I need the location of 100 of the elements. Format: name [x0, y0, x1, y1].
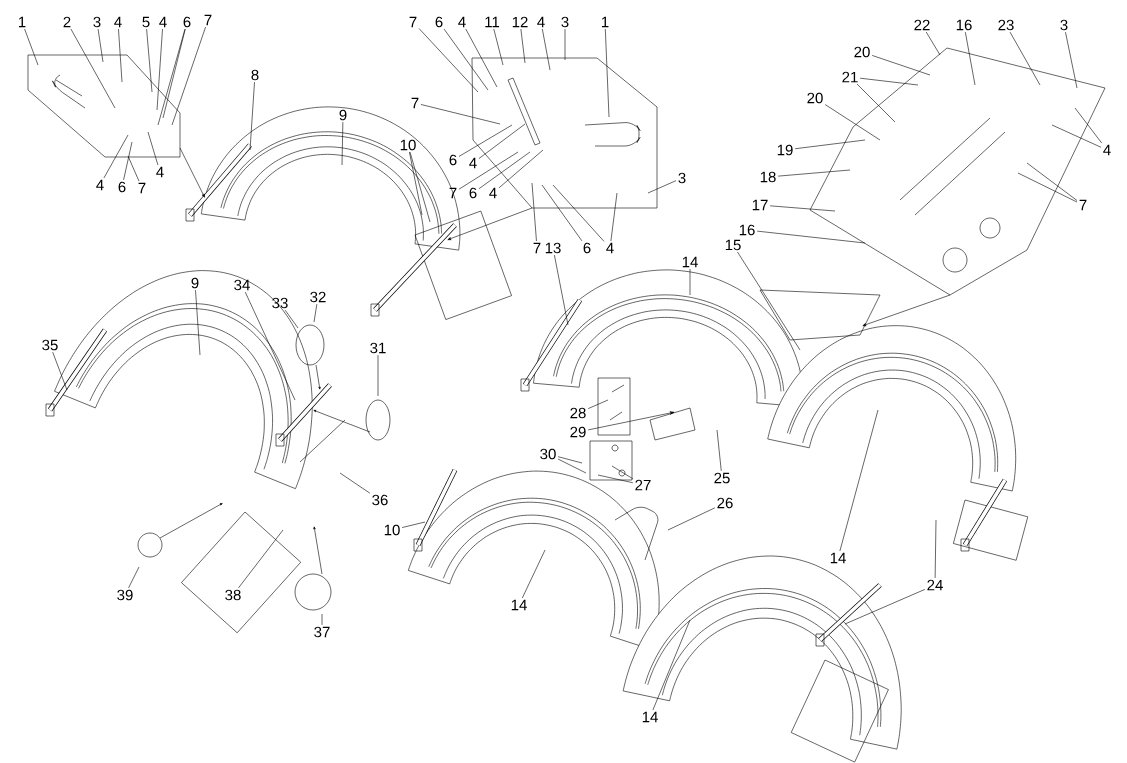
callout-number: 13	[545, 242, 561, 254]
callout-number: 9	[339, 109, 347, 121]
leader-line	[245, 291, 296, 401]
leader-line	[377, 354, 379, 397]
leader-line	[794, 139, 866, 150]
leader-line	[531, 182, 537, 242]
callout-number: 24	[927, 579, 943, 591]
leader-line	[498, 149, 544, 189]
leader-line	[871, 55, 931, 76]
leader-line	[541, 184, 583, 242]
leader-line	[123, 141, 133, 181]
leader-line	[777, 169, 851, 177]
callout-number: 12	[512, 16, 528, 28]
leader-line	[839, 409, 879, 552]
callout-number: 19	[777, 144, 793, 156]
callout-number: 34	[234, 279, 250, 291]
leader-line	[552, 184, 605, 242]
callout-number: 29	[570, 426, 586, 438]
leader-line	[128, 566, 140, 589]
callout-number: 30	[540, 448, 556, 460]
callout-number: 18	[760, 171, 776, 183]
leader-line	[127, 155, 140, 182]
callout-number: 26	[717, 497, 733, 509]
leader-line	[103, 134, 129, 179]
callout-number: 39	[117, 589, 133, 601]
callout-number: 4	[114, 16, 122, 28]
callout-number: 6	[583, 242, 591, 254]
callout-number: 14	[682, 256, 698, 268]
leader-line	[587, 399, 609, 409]
leader-line	[647, 180, 677, 194]
callout-number: 6	[435, 16, 443, 28]
callout-number: 25	[714, 472, 730, 484]
callout-number: 2	[63, 16, 71, 28]
leader-line	[284, 309, 299, 329]
callout-number: 6	[449, 154, 457, 166]
callout-number: 4	[489, 187, 497, 199]
callout-number: 38	[225, 589, 241, 601]
leader-line	[737, 251, 801, 351]
leader-line	[557, 458, 587, 474]
leader-line	[1074, 107, 1102, 144]
leader-line	[1009, 31, 1041, 86]
callout-number: 6	[469, 187, 477, 199]
callout-number: 7	[449, 187, 457, 199]
leader-line	[844, 589, 926, 625]
callout-number: 6	[118, 181, 126, 193]
leader-line	[238, 529, 284, 589]
leader-line	[824, 104, 881, 141]
callout-number: 4	[1103, 144, 1111, 156]
callout-number: 36	[372, 494, 388, 506]
callout-number: 1	[18, 16, 26, 28]
callout-number: 9	[191, 277, 199, 289]
callout-number: 7	[533, 242, 541, 254]
leader-line	[341, 121, 344, 166]
leader-line	[522, 549, 546, 599]
leader-line	[162, 28, 186, 119]
callout-number: 14	[642, 711, 658, 723]
callout-number: 33	[272, 297, 288, 309]
callout-number: 17	[752, 199, 768, 211]
leader-line	[856, 83, 896, 123]
callout-number: 16	[739, 224, 755, 236]
callout-number: 4	[606, 242, 614, 254]
callout-number: 3	[93, 16, 101, 28]
leader-line	[70, 28, 116, 109]
leader-line	[652, 619, 691, 711]
leader-line	[313, 303, 318, 323]
leader-line	[171, 26, 206, 126]
leader-line	[859, 77, 919, 86]
leader-line	[554, 254, 569, 326]
leader-line	[965, 31, 976, 86]
leader-line	[195, 289, 201, 356]
leader-line	[756, 230, 866, 244]
callout-number: 16	[956, 19, 972, 31]
leader-line	[24, 28, 39, 66]
leader-line	[769, 205, 836, 212]
callout-number: 4	[458, 16, 466, 28]
callout-number: 1	[602, 16, 609, 28]
leader-line	[147, 131, 159, 166]
leader-line	[1017, 172, 1078, 203]
callout-number: 7	[411, 97, 419, 109]
leader-line	[716, 429, 722, 472]
leader-line	[443, 28, 489, 91]
leader-line	[478, 151, 531, 189]
leader-line	[465, 28, 498, 88]
leader-line	[925, 31, 941, 56]
callout-number: 31	[370, 342, 386, 354]
leader-line	[118, 28, 123, 83]
callout-number: 7	[138, 182, 146, 194]
callout-number: 7	[1079, 199, 1087, 211]
callout-number: 14	[830, 552, 846, 564]
leader-line	[610, 192, 618, 242]
callout-number: 27	[635, 479, 651, 491]
leader-line	[401, 521, 426, 528]
leader-line	[1026, 162, 1078, 201]
callout-number: 11	[485, 16, 500, 28]
leader-line	[339, 472, 371, 494]
callout-number: 10	[400, 139, 416, 151]
callout-number: 4	[469, 157, 477, 169]
callout-number: 35	[42, 339, 58, 351]
callout-number: 4	[156, 166, 164, 178]
callout-number: 20	[807, 92, 823, 104]
